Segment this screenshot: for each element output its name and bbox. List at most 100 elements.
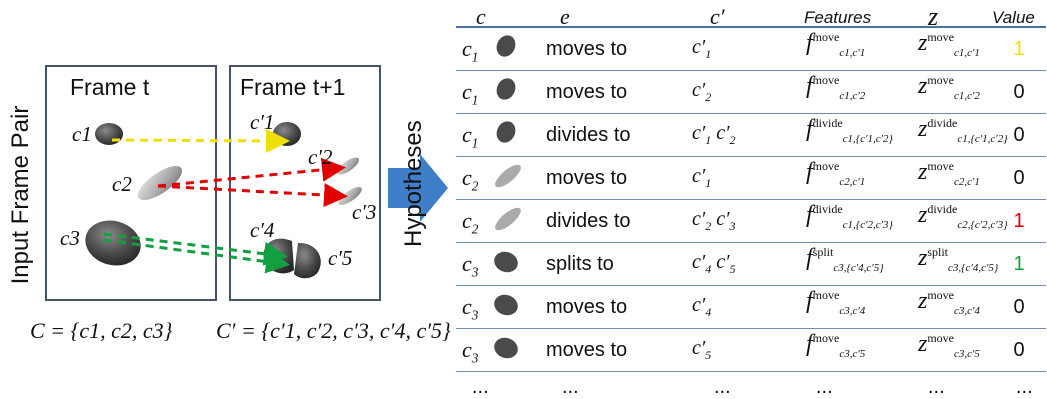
ellipsis-v: ...: [1016, 376, 1033, 398]
row-feature: fsplitc3,{c′4,c′5}: [806, 245, 884, 274]
col-header-features: Features: [804, 8, 872, 27]
row-z: zmovec1,c′2: [918, 73, 980, 102]
row-c-cell-icon: [495, 164, 521, 188]
row-value: 1: [1013, 210, 1025, 232]
col-header-value: Value: [992, 8, 1035, 27]
table-row: c3 splits to c′4 c′5 fsplitc3,{c′4,c′5} …: [456, 243, 1046, 286]
row-rule: [456, 285, 1046, 286]
ellipsis-cp: ...: [714, 376, 731, 398]
ellipsis-e: ...: [562, 376, 579, 398]
label-c3p: c′3: [352, 200, 377, 224]
row-c-cell-icon: [494, 337, 518, 359]
frame-t1-title: Frame t+1: [240, 74, 346, 100]
row-feature: fdividec1,{c′1,c′2}: [806, 116, 893, 145]
row-c: c3: [462, 251, 479, 280]
row-event: moves to: [546, 296, 628, 318]
ellipsis-z: ...: [928, 376, 945, 398]
label-c4p: c′4: [250, 218, 275, 242]
row-value: 1: [1013, 253, 1025, 275]
cell-c4p: [263, 238, 294, 274]
row-cp: c′1: [692, 165, 712, 190]
row-c-cell-icon: [496, 121, 516, 143]
row-event: moves to: [546, 339, 628, 361]
row-rule: [456, 113, 1046, 114]
cell-c1p: [273, 122, 301, 146]
row-c: c1: [462, 79, 479, 108]
row-z: zmovec3,c′4: [918, 288, 980, 317]
row-value: 1: [1013, 38, 1025, 60]
row-event: moves to: [546, 38, 628, 60]
row-c: c2: [462, 208, 479, 237]
row-cp: c′4 c′5: [692, 251, 736, 276]
col-header-e: e: [560, 4, 570, 29]
row-event: moves to: [546, 81, 628, 103]
row-c-cell-icon: [496, 78, 516, 100]
row-c: c2: [462, 165, 479, 194]
frame-t-title: Frame t: [70, 74, 150, 100]
ellipsis-c: ...: [472, 376, 489, 398]
row-value: 0: [1013, 296, 1025, 318]
row-value: 0: [1013, 124, 1025, 146]
row-feature: fmovec3,c′4: [806, 288, 866, 317]
frame-t-box: [45, 65, 217, 301]
row-z: zdividec1,{c′1,c′2}: [918, 116, 1008, 145]
label-c1: c1: [72, 122, 92, 146]
hypotheses-label: Hypotheses: [400, 120, 427, 247]
row-event: splits to: [546, 253, 614, 275]
table-row: c1 divides to c′1 c′2 fdividec1,{c′1,c′2…: [456, 114, 1046, 157]
row-c-cell-icon: [495, 207, 521, 231]
row-c-cell-icon: [494, 251, 518, 273]
cell-c1: [95, 123, 123, 145]
row-rule: [456, 371, 1046, 372]
cell-c2: [137, 165, 183, 201]
arrow-green-1: [103, 232, 288, 266]
label-c2: c2: [112, 172, 132, 196]
row-z: zsplitc3,{c′4,c′5}: [918, 245, 999, 274]
frame-t1-box: [229, 65, 381, 301]
row-rule: [456, 242, 1046, 243]
row-rule: [456, 328, 1046, 329]
table-row: c1 moves to c′1 fmovec1,c′1 zmovec1,c′1 …: [456, 28, 1046, 71]
row-feature: fmovec1,c′1: [806, 30, 866, 59]
row-cp: c′1 c′2: [692, 122, 736, 147]
row-feature: fmovec2,c′1: [806, 159, 866, 188]
cell-c3: [85, 220, 141, 266]
row-event: divides to: [546, 210, 631, 232]
row-rule: [456, 70, 1046, 71]
label-c5p: c′5: [328, 246, 353, 270]
hypotheses-arrow: [388, 154, 448, 222]
table-row: c2 divides to c′2 c′3 fdividec1,{c′2,c′3…: [456, 200, 1046, 243]
row-cp: c′4: [692, 294, 712, 319]
label-c2p: c′2: [308, 145, 333, 169]
row-value: 0: [1013, 81, 1025, 103]
row-c: c1: [462, 36, 479, 65]
table-row: c3 moves to c′5 fmovec3,c′5 zmovec3,c′5 …: [456, 329, 1046, 372]
row-cp: c′1: [692, 36, 712, 61]
row-c: c1: [462, 122, 479, 151]
frames-diagram: [45, 65, 381, 301]
row-z: zmovec3,c′5: [918, 331, 980, 360]
row-z: zdividec2,{c′2,c′3}: [918, 202, 1008, 231]
set-C: C = {c1, c2, c3}: [30, 318, 173, 343]
row-c-cell-icon: [494, 294, 518, 316]
row-feature: fmovec1,c′2: [806, 73, 866, 102]
row-value: 0: [1013, 167, 1025, 189]
row-z: zmovec1,c′1: [918, 30, 980, 59]
row-rule: [456, 156, 1046, 157]
table-top-rule: [456, 26, 1046, 28]
table-row: c1 moves to c′2 fmovec1,c′2 zmovec1,c′2 …: [456, 71, 1046, 114]
table-row: c2 moves to c′1 fmovec2,c′1 zmovec2,c′1 …: [456, 157, 1046, 200]
arrow-green-2: [103, 238, 290, 274]
row-c: c3: [462, 294, 479, 323]
table-row: c3 moves to c′4 fmovec3,c′4 zmovec3,c′4 …: [456, 286, 1046, 329]
arrow-red-2: [157, 183, 348, 208]
label-c1p: c′1: [250, 110, 275, 134]
arrow-yellow: [111, 128, 290, 153]
row-event: moves to: [546, 167, 628, 189]
row-feature: fdividec1,{c′2,c′3}: [806, 202, 893, 231]
cell-c2p: [336, 157, 360, 175]
cell-c5p: [294, 242, 321, 279]
set-Cprime: C′ = {c′1, c′2, c′3, c′4, c′5}: [216, 318, 451, 343]
row-cp: c′2 c′3: [692, 208, 736, 233]
ellipsis-f: ...: [816, 376, 833, 398]
